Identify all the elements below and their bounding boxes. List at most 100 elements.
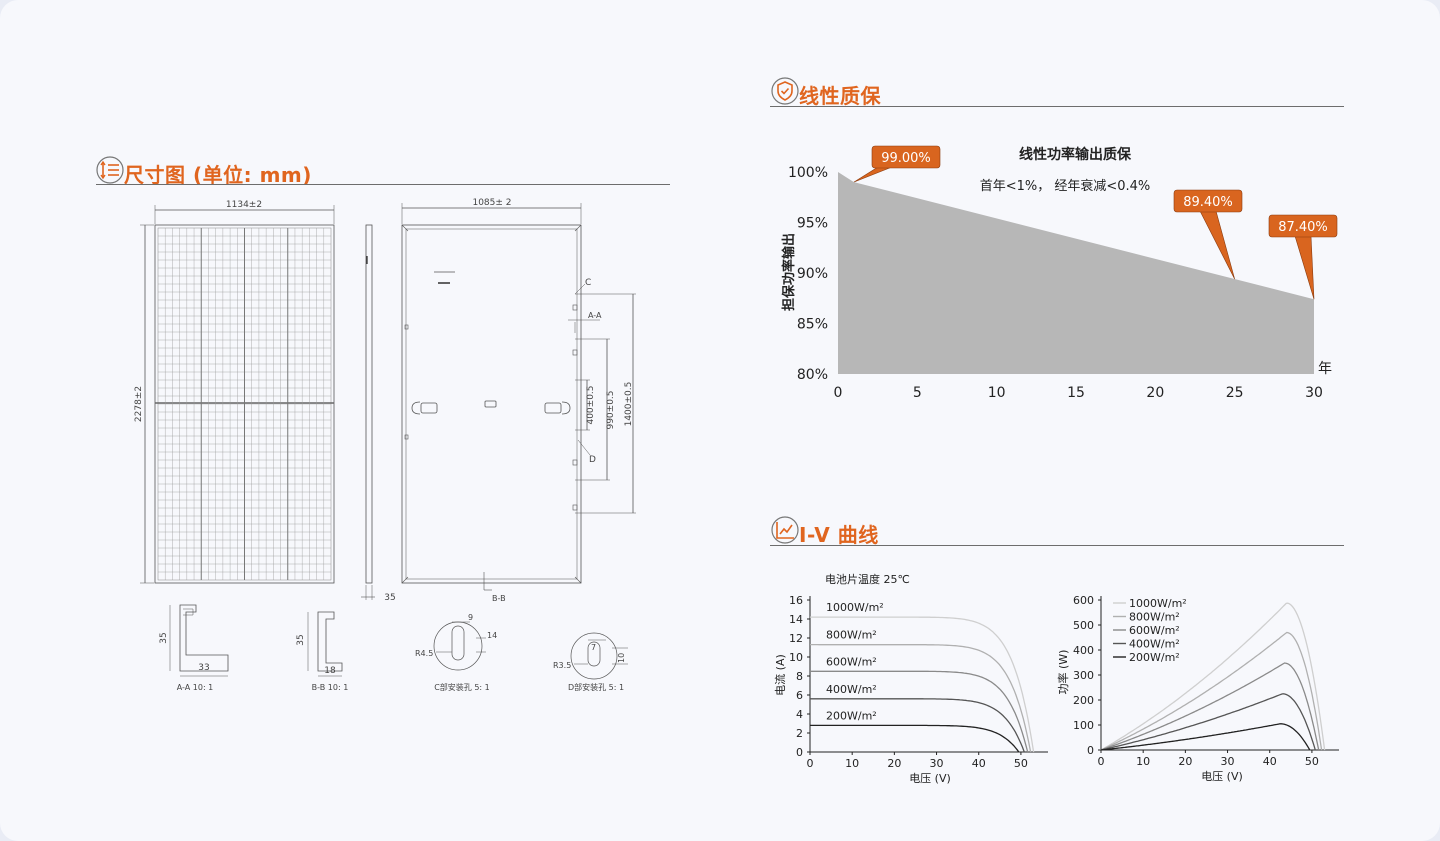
callout-box <box>1173 189 1243 213</box>
side-view <box>365 224 373 584</box>
warranty-xlabel: 年 <box>1318 361 1332 377</box>
callout-label: 99.00% <box>881 151 931 166</box>
iv-ytick-label: 6 <box>796 689 803 702</box>
c-caption: C部安装孔 5: 1 <box>434 682 490 692</box>
warranty-xtick-label: 15 <box>1067 385 1085 401</box>
pv-ytick-label: 400 <box>1073 644 1094 657</box>
iv-ytick-label: 16 <box>789 594 803 607</box>
iv-series-line <box>810 698 1025 753</box>
iv-ytick-label: 0 <box>796 746 803 759</box>
warranty-xtick-label: 10 <box>988 385 1006 401</box>
callout-box <box>871 145 941 169</box>
side-thickness-label: 35 <box>384 593 395 603</box>
callout-pointer <box>1199 210 1235 280</box>
iv-section-title: I-V 曲线 <box>799 523 879 547</box>
iv-series-line <box>810 643 1032 753</box>
pv-xtick-label: 20 <box>1178 755 1192 768</box>
dimension-drawing: 1134±2 2278±2 1085± 2 35 C A-A D B-B 400… <box>134 198 636 692</box>
callout-label: 89.40% <box>1183 195 1233 210</box>
iv-chart-title: 电池片温度 25℃ <box>825 572 910 586</box>
pv-xlabel: 电压 (V) <box>1201 770 1243 783</box>
warranty-ytick-label: 90% <box>797 266 828 282</box>
pv-series-line <box>1100 723 1311 751</box>
warranty-ytick-label: 85% <box>797 317 828 333</box>
pv-legend-item: 800W/m² <box>1113 611 1180 624</box>
pv-ytick-label: 200 <box>1073 694 1094 707</box>
aa-height-label: 35 <box>159 632 169 643</box>
pv-ytick-label: 600 <box>1073 594 1094 607</box>
marker-bb: B-B <box>492 594 506 603</box>
pv-legend-label: 800W/m² <box>1129 611 1180 624</box>
warranty-xtick-label: 30 <box>1305 385 1323 401</box>
iv-xtick-label: 10 <box>845 757 859 770</box>
callout-pointer <box>853 166 893 183</box>
pv-legend-item: 600W/m² <box>1113 624 1180 637</box>
marker-d: D <box>589 455 596 465</box>
marker-c: C <box>585 278 591 288</box>
pv-ytick-label: 100 <box>1073 719 1094 732</box>
iv-xtick-label: 0 <box>807 757 814 770</box>
aa-caption: A-A 10: 1 <box>177 683 214 692</box>
dim-1400-label: 1400±0.5 <box>624 382 634 427</box>
warranty-callout: 99.00% <box>853 145 941 183</box>
pv-series-line <box>1100 602 1326 751</box>
shield-check-icon <box>771 77 799 105</box>
pv-xtick-label: 30 <box>1221 755 1235 768</box>
list-icon <box>96 156 124 184</box>
back-width-label: 1085± 2 <box>472 198 511 208</box>
warranty-ytick-label: 80% <box>797 367 828 383</box>
warranty-xtick-label: 20 <box>1146 385 1164 401</box>
pv-ytick-label: 0 <box>1087 744 1094 757</box>
warranty-chart: 线性功率输出质保 首年<1%， 经年衰减<0.4% 担保功率输出 年 80%85… <box>781 145 1338 401</box>
iv-ytick-label: 14 <box>789 613 803 626</box>
pv-xtick-label: 10 <box>1136 755 1150 768</box>
iv-series-label: 400W/m² <box>826 683 877 696</box>
line-chart-icon <box>771 516 799 544</box>
d-7-label: 7 <box>591 643 596 652</box>
pv-ytick-label: 300 <box>1073 669 1094 682</box>
d-r-label: R3.5 <box>553 661 571 670</box>
warranty-xtick-label: 25 <box>1226 385 1244 401</box>
pv-xtick-label: 40 <box>1263 755 1277 768</box>
pv-series-line <box>1100 631 1323 751</box>
pv-legend-label: 200W/m² <box>1129 651 1180 664</box>
callout-box <box>1268 214 1338 238</box>
iv-series-line <box>810 670 1029 753</box>
warranty-divider <box>770 106 1344 107</box>
pv-legend-item: 400W/m² <box>1113 638 1180 651</box>
c-9-label: 9 <box>468 613 473 622</box>
dim-400-label: 400±0.5 <box>586 385 596 424</box>
pv-legend-item: 1000W/m² <box>1113 597 1187 610</box>
iv-ytick-label: 10 <box>789 651 803 664</box>
pv-xtick-label: 0 <box>1098 755 1105 768</box>
pv-ytick-label: 500 <box>1073 619 1094 632</box>
cell-grid <box>158 228 331 580</box>
warranty-xtick-label: 0 <box>834 385 843 401</box>
bb-height-label: 35 <box>296 634 306 645</box>
iv-series-line <box>810 724 1020 753</box>
dim-990-label: 990±0.5 <box>606 390 616 429</box>
iv-xtick-label: 20 <box>887 757 901 770</box>
pv-ylabel: 功率 (W) <box>1056 650 1070 695</box>
dimension-section-title: 尺寸图 (单位: mm) <box>124 163 312 187</box>
aa-width-label: 33 <box>198 663 209 673</box>
iv-series-label: 600W/m² <box>826 655 877 668</box>
warranty-ytick-label: 95% <box>797 216 828 232</box>
iv-series-label: 800W/m² <box>826 629 877 642</box>
iv-xtick-label: 40 <box>972 757 986 770</box>
pv-series-line <box>1100 662 1320 751</box>
c-14-label: 14 <box>487 631 497 640</box>
pv-xtick-label: 50 <box>1305 755 1319 768</box>
iv-xtick-label: 50 <box>1014 757 1028 770</box>
d-10-label: 10 <box>617 653 626 663</box>
bb-width-label: 18 <box>324 666 336 676</box>
pv-legend-label: 600W/m² <box>1129 624 1180 637</box>
iv-ytick-label: 12 <box>789 632 803 645</box>
warranty-chart-subtitle: 首年<1%， 经年衰减<0.4% <box>980 178 1151 194</box>
warranty-callout: 89.40% <box>1173 189 1243 280</box>
iv-xtick-label: 30 <box>930 757 944 770</box>
front-width-label: 1134±2 <box>226 200 262 210</box>
